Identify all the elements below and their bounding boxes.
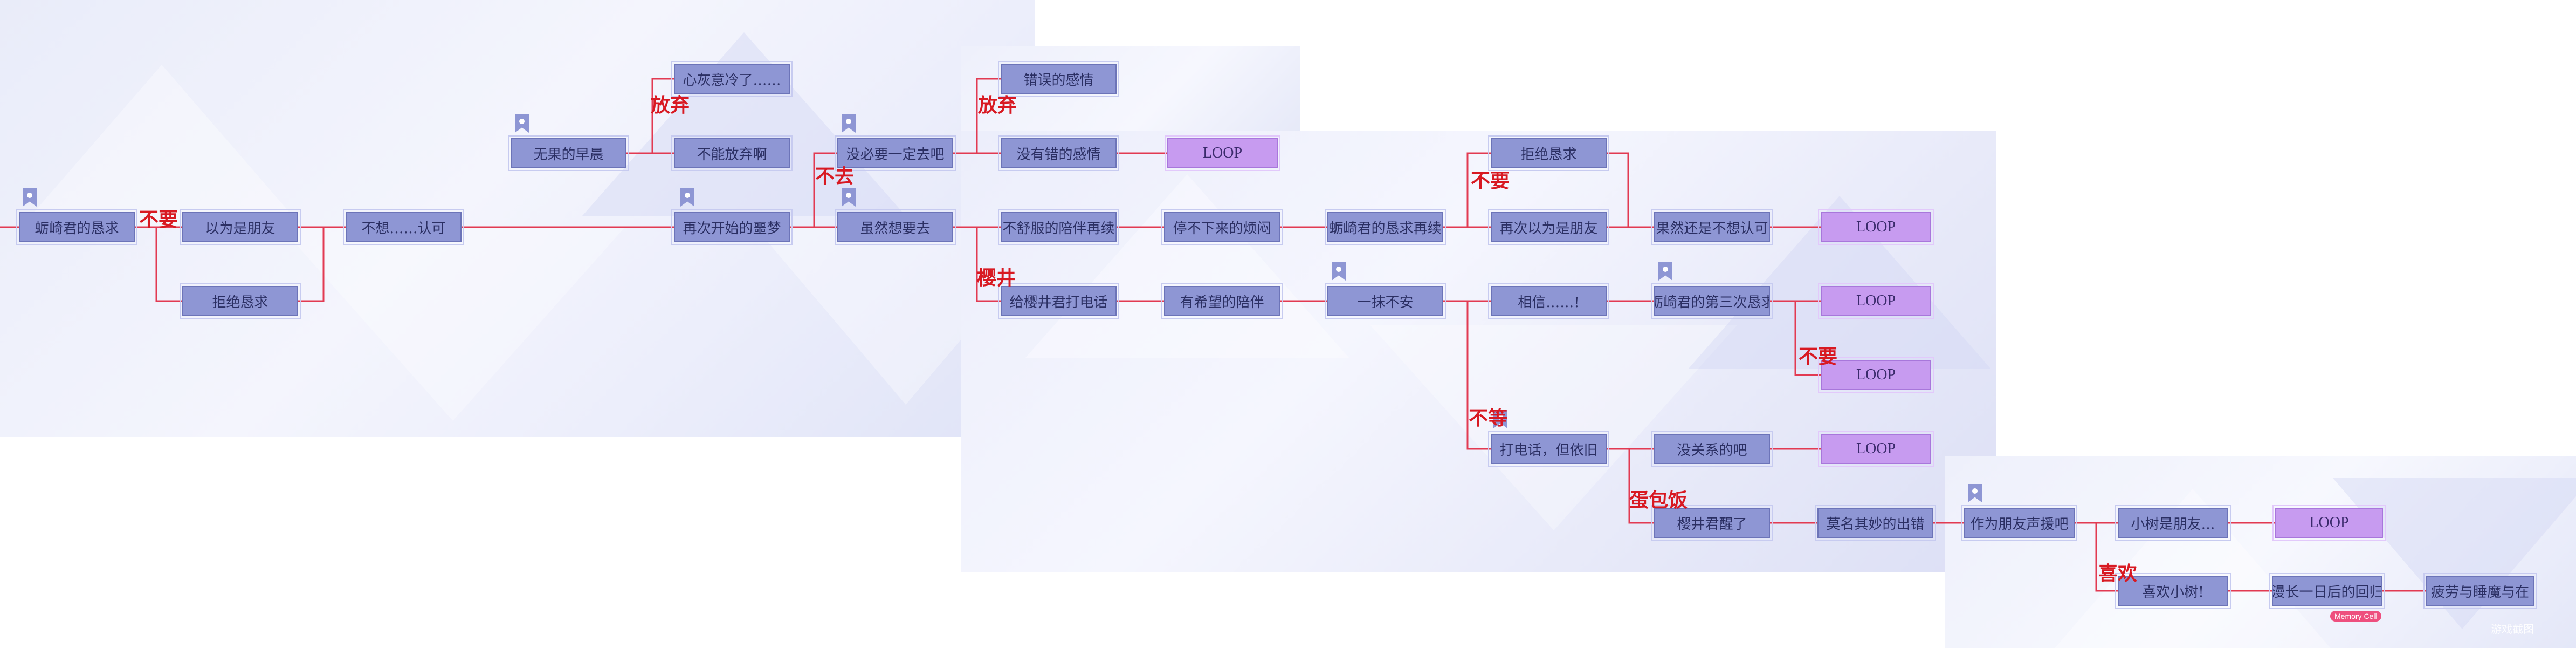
story-node[interactable]: 不舒服的陪伴再续: [998, 209, 1119, 245]
choice-label: 樱井: [977, 267, 1016, 289]
story-node[interactable]: 停不下来的烦闷: [1161, 209, 1283, 245]
loop-node[interactable]: LOOP: [1165, 135, 1280, 171]
story-node[interactable]: 蛎崎君的恳求: [16, 209, 137, 245]
loop-node[interactable]: LOOP: [1818, 209, 1934, 245]
choice-label: 不等: [1469, 407, 1508, 429]
choice-label: 不要: [1471, 170, 1510, 192]
loop-node[interactable]: LOOP: [1818, 357, 1934, 393]
story-node[interactable]: 没关系的吧: [1651, 431, 1773, 467]
story-node[interactable]: 再次以为是朋友: [1488, 209, 1609, 245]
story-node[interactable]: 樱井君醒了: [1651, 505, 1773, 541]
memory-cell-tag: Memory Cell: [2330, 611, 2381, 622]
loop-node[interactable]: LOOP: [1818, 431, 1934, 467]
story-node[interactable]: 漫长一日后的回归: [2269, 573, 2385, 609]
choice-label: 不要: [1799, 346, 1838, 368]
story-node[interactable]: 不想……认可: [343, 209, 464, 245]
story-node[interactable]: 果然还是不想认可: [1651, 209, 1773, 245]
story-node[interactable]: 有希望的陪伴: [1161, 283, 1283, 319]
choice-label: 不去: [815, 166, 855, 188]
story-node[interactable]: 虽然想要去: [835, 209, 956, 245]
choice-label: 喜欢: [2098, 563, 2138, 585]
choice-label: 蛋包饭: [1629, 489, 1688, 511]
choice-label: 放弃: [651, 94, 690, 117]
story-node[interactable]: 打电话，但依旧: [1488, 431, 1609, 467]
story-node[interactable]: 错误的感情: [998, 61, 1119, 97]
story-node[interactable]: 拒绝恳求: [180, 283, 301, 319]
story-node[interactable]: 以为是朋友: [180, 209, 301, 245]
story-node[interactable]: 莫名其妙的出错: [1815, 505, 1936, 541]
choice-label: 放弃: [978, 94, 1017, 117]
story-node[interactable]: 一抹不安: [1325, 283, 1446, 319]
story-node[interactable]: 作为朋友声援吧: [1961, 505, 2077, 541]
story-node[interactable]: 拒绝恳求: [1488, 135, 1609, 171]
story-node[interactable]: 没有错的感情: [998, 135, 1119, 171]
story-node[interactable]: 不能放弃啊: [671, 135, 793, 171]
story-node[interactable]: 无果的早晨: [508, 135, 629, 171]
story-node[interactable]: 再次开始的噩梦: [671, 209, 793, 245]
loop-node[interactable]: LOOP: [1818, 283, 1934, 319]
story-node[interactable]: 喜欢小树!: [2115, 573, 2231, 609]
story-node[interactable]: 心灰意冷了……: [671, 61, 793, 97]
story-node[interactable]: 蛎崎君的恳求再续: [1325, 209, 1446, 245]
watermark: 游戏截图: [2491, 623, 2534, 636]
story-node[interactable]: 没必要一定去吧: [835, 135, 956, 171]
story-node[interactable]: 疲劳与睡魔与在: [2423, 573, 2537, 609]
story-node[interactable]: 蛎崎君的第三次恳求: [1651, 283, 1773, 319]
story-node[interactable]: 给樱井君打电话: [998, 283, 1119, 319]
background-panel: [961, 131, 1996, 572]
story-node[interactable]: 小树是朋友…: [2115, 505, 2231, 541]
choice-label: 不要: [139, 209, 178, 231]
background-panel: [1945, 456, 2576, 648]
loop-node[interactable]: LOOP: [2272, 505, 2386, 541]
story-node[interactable]: 相信……!: [1488, 283, 1609, 319]
